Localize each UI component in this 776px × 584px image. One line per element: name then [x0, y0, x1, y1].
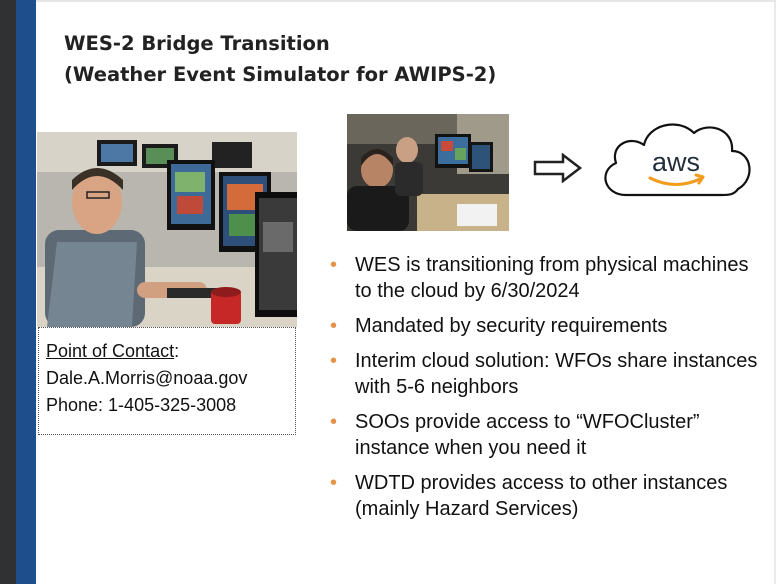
- aws-cloud-icon: aws: [604, 123, 751, 197]
- right-edge: [774, 0, 776, 584]
- bullet-text: Interim cloud solution: WFOs share insta…: [355, 350, 758, 398]
- bullet-dot-icon: •: [330, 315, 338, 337]
- bullet-text: SOOs provide access to “WFOCluster” inst…: [355, 411, 700, 459]
- right-arrow-icon: [533, 153, 583, 183]
- point-of-contact-line: Point of Contact:: [46, 338, 295, 365]
- bullet-item: • WES is transitioning from physical mach…: [330, 252, 770, 304]
- title-line-2: (Weather Event Simulator for AWIPS-2): [64, 63, 497, 86]
- contact-phone: Phone: 1-405-325-3008: [46, 395, 237, 415]
- bullet-dot-icon: •: [330, 254, 338, 276]
- slide-title: WES-2 Bridge Transition (Weather Event S…: [64, 28, 496, 90]
- point-of-contact-label: Point of Contact: [46, 341, 175, 361]
- left-accent-bar: [16, 0, 36, 584]
- bullet-item: • Interim cloud solution: WFOs share inst…: [330, 348, 770, 400]
- contact-email: Dale.A.Morris@noaa.gov: [46, 368, 248, 388]
- bullet-dot-icon: •: [330, 411, 338, 433]
- bullet-dot-icon: •: [330, 350, 338, 372]
- bullet-item: • SOOs provide access to “WFOCluster” ins…: [330, 409, 770, 461]
- bullet-text: WES is transitioning from physical machi…: [355, 254, 749, 302]
- bullet-text: Mandated by security requirements: [355, 315, 668, 337]
- team-workstation-photo: [347, 114, 509, 231]
- bullet-item: • WDTD provides access to other instances…: [330, 470, 770, 522]
- point-of-contact-colon: :: [174, 341, 180, 361]
- contact-box: Point of Contact: Dale.A.Morris@noaa.gov…: [38, 327, 296, 435]
- bullet-list: • WES is transitioning from physical mach…: [330, 252, 770, 531]
- bullet-text: WDTD provides access to other instances …: [355, 472, 728, 520]
- left-dark-bar: [0, 0, 16, 584]
- bullet-item: • Mandated by security requirements: [330, 313, 770, 339]
- title-line-1: WES-2 Bridge Transition: [64, 32, 330, 55]
- forecaster-workstation-photo: [37, 132, 297, 327]
- top-rule: [0, 0, 776, 2]
- aws-logo-text: aws: [652, 147, 700, 177]
- bullet-dot-icon: •: [330, 472, 338, 494]
